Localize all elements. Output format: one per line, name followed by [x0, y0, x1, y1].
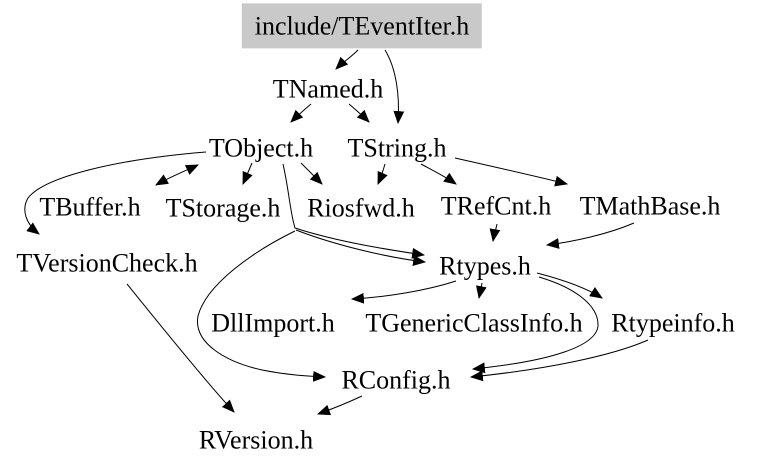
edge-TNamed-h--TObject-h [290, 103, 312, 123]
node-TString-h[interactable]: TString.h [347, 133, 447, 163]
node-include-TEventIter-h[interactable]: include/TEventIter.h [241, 3, 483, 49]
edge-TObject-h--Rtypes-h [282, 163, 426, 259]
node-Rtypeinfo-h[interactable]: Rtypeinfo.h [611, 308, 735, 338]
edge-include-TEventIter-h--TNamed-h [335, 49, 359, 70]
edge-Rtypes-h--DllImport-h [350, 280, 457, 304]
edge-TObject-h--TStorage-h [242, 162, 253, 185]
node-TStorage-h[interactable]: TStorage.h [165, 193, 281, 223]
node-TRefCnt-h[interactable]: TRefCnt.h [440, 191, 552, 221]
node-TObject-h[interactable]: TObject.h [208, 133, 314, 163]
edge-Rtypeinfo-h--RConfig-h [469, 339, 649, 382]
edge-TBuffer-h--TObject-h [155, 164, 199, 186]
node-TGenericClassInfo-h[interactable]: TGenericClassInfo.h [365, 308, 583, 338]
edge-TString-h--TRefCnt-h [420, 163, 457, 185]
edge-TRefCnt-h--Rtypes-h [489, 223, 501, 243]
edge-TObject-h--Riosfwd-h [300, 162, 323, 185]
edge-TString-h--TMathBase-h [454, 157, 569, 187]
edge-TNamed-h--TString-h [348, 103, 370, 123]
node-RVersion-h[interactable]: RVersion.h [198, 425, 314, 455]
edge-TVersionCheck-h--RVersion-h [126, 283, 235, 413]
edge-Rtypes-h--RConfig-h [471, 276, 599, 374]
node-TNamed-h[interactable]: TNamed.h [272, 74, 384, 104]
edge-TString-h--Riosfwd-h [377, 163, 388, 185]
node-Riosfwd-h[interactable]: Riosfwd.h [307, 193, 415, 223]
node-Rtypes-h[interactable]: Rtypes.h [439, 251, 531, 281]
edge-include-TEventIter-h--TString-h [384, 49, 405, 125]
edge-Rtypes-h--Rtypeinfo-h [536, 272, 603, 299]
edge-TMathBase-h--Rtypes-h [545, 222, 635, 249]
node-DllImport-h[interactable]: DllImport.h [211, 308, 335, 338]
edge-TObject-h--TVersionCheck-h [24, 151, 207, 235]
node-TVersionCheck-h[interactable]: TVersionCheck.h [16, 248, 198, 278]
edge-Riosfwd-h--RConfig-h [197, 230, 327, 382]
node-TMathBase-h[interactable]: TMathBase.h [579, 191, 721, 221]
node-RConfig-h[interactable]: RConfig.h [341, 365, 451, 395]
edge-TStorage-h--Rtypes-h [295, 229, 427, 266]
edge-RConfig-h--RVersion-h [316, 395, 363, 416]
node-TBuffer-h[interactable]: TBuffer.h [39, 192, 141, 222]
edge-Rtypes-h--TGenericClassInfo-h [476, 282, 487, 300]
